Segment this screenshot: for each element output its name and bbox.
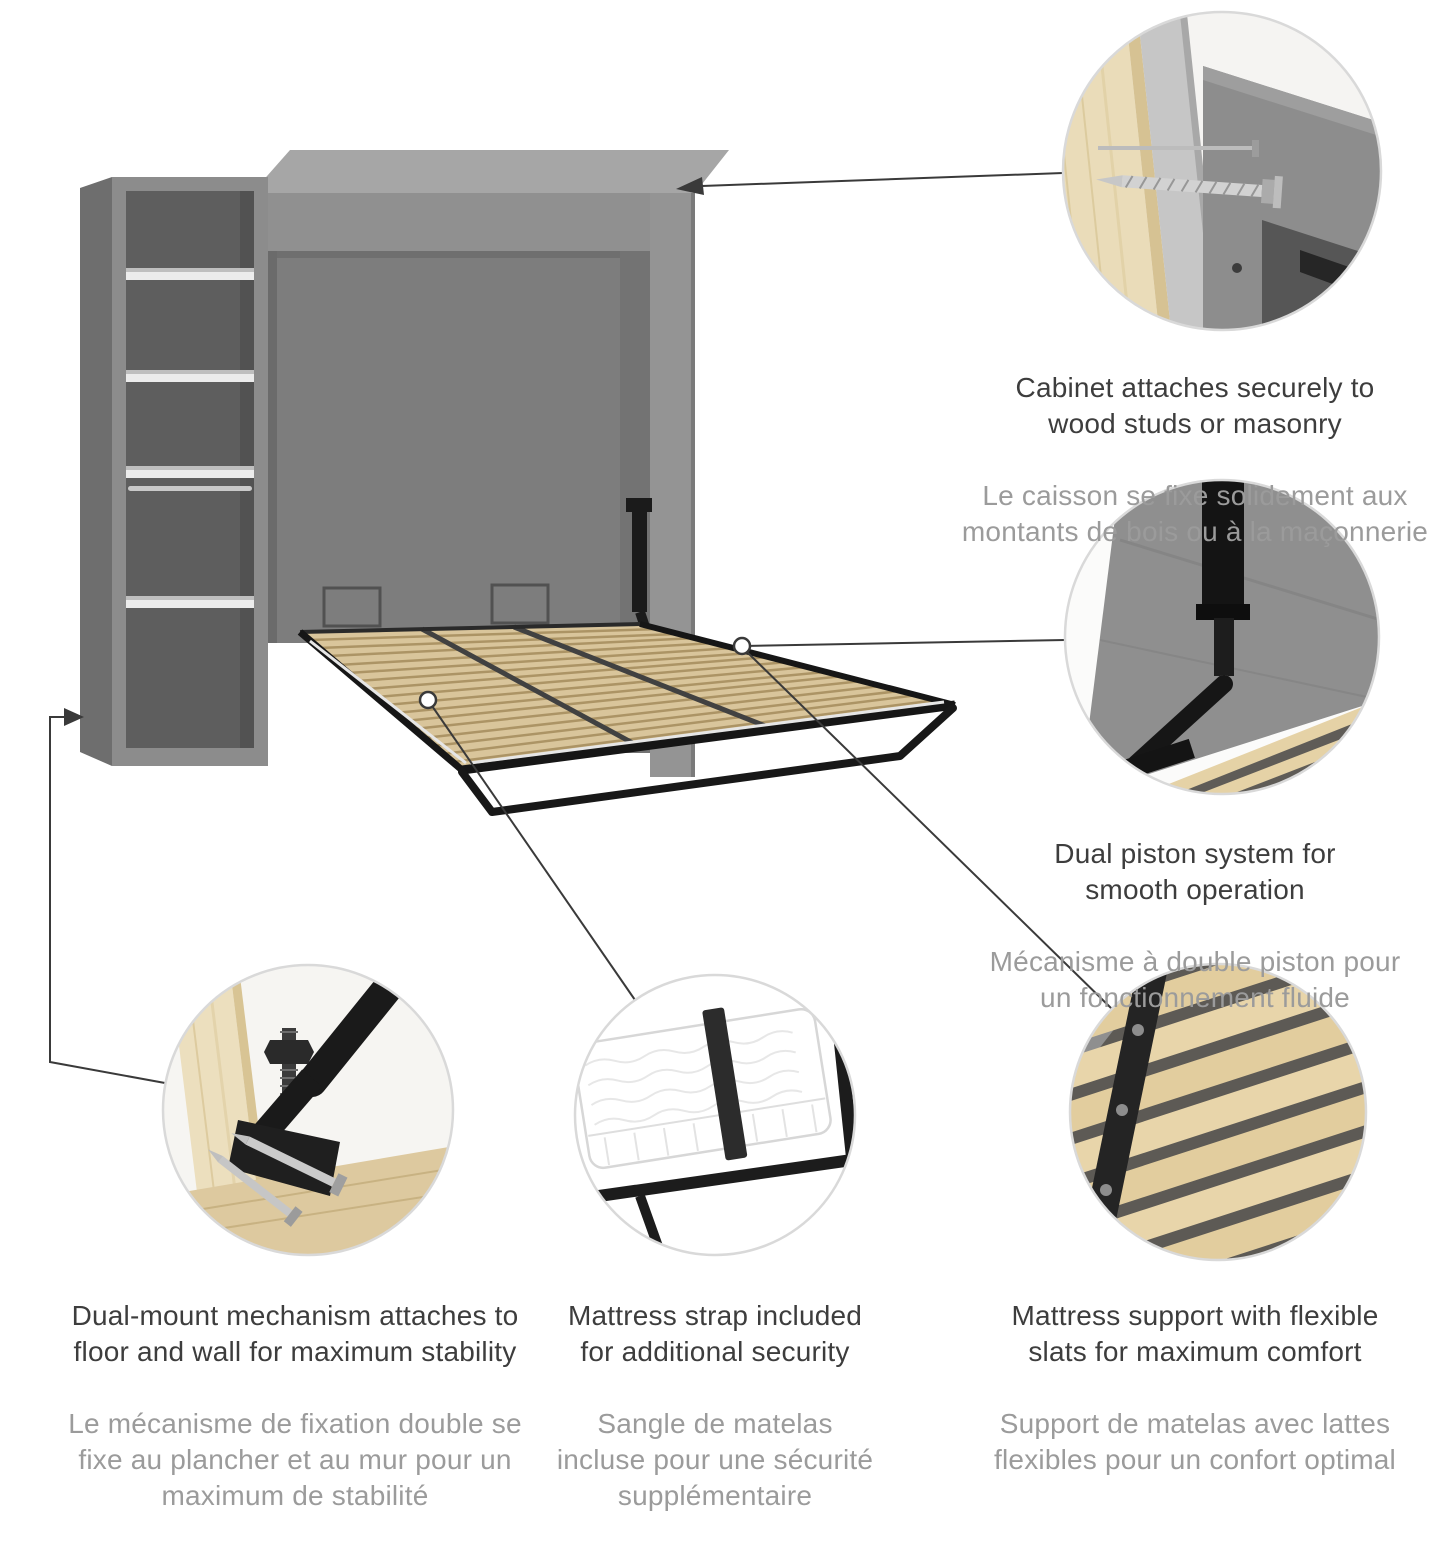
connector-line-slats bbox=[747, 652, 1113, 1010]
wall-brackets bbox=[322, 583, 550, 628]
arrowhead-cabinet bbox=[676, 177, 704, 195]
mattress-strap-band bbox=[702, 1007, 748, 1161]
callout-ring-flexible-slats bbox=[1068, 962, 1368, 1262]
callout-text-dual-piston: Dual piston system for smooth operation … bbox=[915, 800, 1445, 1052]
connector-line-strap bbox=[429, 702, 636, 1001]
floor-screw bbox=[207, 1149, 303, 1227]
connector-line-mount bbox=[49, 716, 166, 1084]
screw bbox=[1096, 175, 1283, 209]
main-product bbox=[80, 150, 957, 816]
callout-text-mattress-strap: Mattress strap included for additional s… bbox=[515, 1262, 915, 1550]
callout-subtitle: Sangle de matelas incluse pour une sécur… bbox=[556, 1408, 874, 1511]
callout-ring-mattress-strap bbox=[573, 973, 857, 1257]
product-illustration bbox=[49, 10, 1383, 1262]
arrowhead-mount bbox=[64, 708, 84, 726]
callout-photo-dual-piston bbox=[1065, 480, 1379, 794]
bed-leg-bar bbox=[458, 704, 957, 816]
callout-ring-dual-mount bbox=[161, 963, 455, 1257]
callout-photo-mattress-strap bbox=[575, 975, 855, 1255]
callout-subtitle: Support de matelas avec lattes flexibles… bbox=[994, 1408, 1396, 1475]
point-marker-strap bbox=[418, 690, 438, 710]
point-marker-slats bbox=[732, 636, 752, 656]
shelf-boards bbox=[126, 268, 254, 608]
callout-ring-cabinet-attachment bbox=[1061, 10, 1383, 332]
callout-title: Mattress strap included for additional s… bbox=[567, 1300, 863, 1367]
callout-subtitle: Mécanisme à double piston pour un foncti… bbox=[989, 946, 1401, 1013]
closet-rod bbox=[128, 486, 252, 491]
callout-title: Mattress support with flexible slats for… bbox=[1011, 1300, 1379, 1367]
connector-line-cabinet bbox=[701, 172, 1064, 187]
shelf-unit bbox=[80, 177, 268, 766]
callout-text-dual-mount: Dual-mount mechanism attaches to floor a… bbox=[5, 1262, 585, 1550]
callout-subtitle: Le mécanisme de fixation double se fixe … bbox=[68, 1408, 522, 1511]
connector-lines bbox=[49, 172, 1113, 1084]
bed-platform bbox=[297, 621, 957, 816]
callout-text-cabinet-attachment: Cabinet attaches securely to wood studs … bbox=[915, 334, 1445, 586]
connector-line-piston bbox=[743, 639, 1066, 647]
callout-title: Dual piston system for smooth operation bbox=[1054, 838, 1336, 905]
callout-photo-cabinet-attachment bbox=[1063, 12, 1381, 330]
callout-ring-dual-piston bbox=[1063, 478, 1381, 796]
murphy-bed-infographic: Cabinet attaches securely to wood studs … bbox=[49, 10, 1445, 1511]
callout-title: Cabinet attaches securely to wood studs … bbox=[1015, 372, 1375, 439]
floor-screw bbox=[231, 1133, 348, 1197]
slat-gaps bbox=[309, 627, 938, 764]
callout-title: Dual-mount mechanism attaches to floor a… bbox=[71, 1300, 519, 1367]
callout-text-mattress-support: Mattress support with flexible slats for… bbox=[915, 1262, 1445, 1514]
callout-subtitle: Le caisson se fixe solidement aux montan… bbox=[961, 480, 1429, 547]
